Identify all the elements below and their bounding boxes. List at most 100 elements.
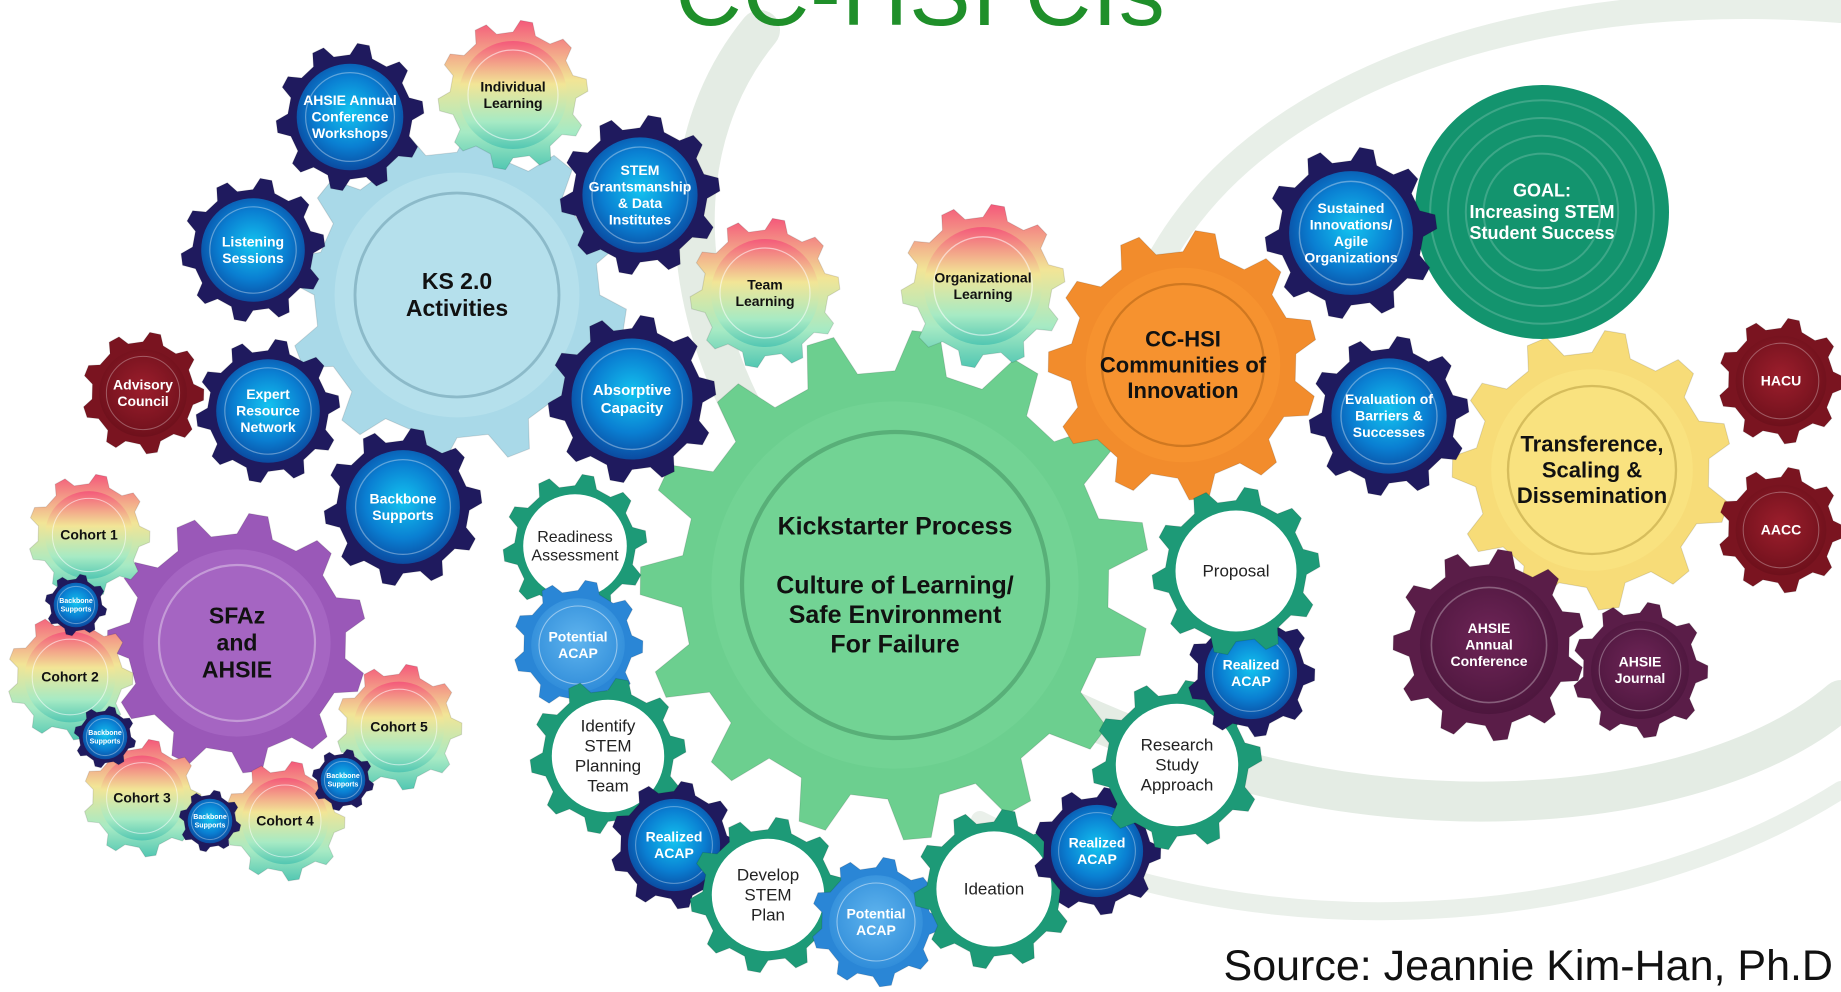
gear-individual-learning-label-line: Learning (483, 95, 542, 111)
gear-backbone-small-2-inner-ring (85, 717, 125, 757)
gear-potential-acap-bottom-label-line: ACAP (856, 922, 896, 938)
gear-kickstarter-inner-ring (739, 429, 1051, 741)
gear-organizational-learning-label-line: Organizational (934, 269, 1031, 285)
gear-backbone-small-3-label-line: Supports (195, 822, 226, 829)
gear-cohort-4-face (241, 777, 329, 865)
gear-backbone-small-4-label-line: Backbone (326, 773, 360, 780)
gear-individual-learning-face (459, 41, 567, 149)
gear-backbone-small-3-label-line: Backbone (193, 814, 227, 821)
gear-kickstarter-label-line: Culture of Learning/ (776, 571, 1014, 599)
gear-goal-ring-3 (1464, 134, 1620, 290)
gear-cohort-2-inner-ring (31, 638, 109, 716)
gear-ahsie-journal-label-line: Journal (1615, 670, 1666, 686)
gear-evaluation-barriers-label-line: Evaluation of (1345, 391, 1433, 407)
gear-backbone-small-2-face (82, 714, 128, 760)
gear-cohort-5-inner-ring (360, 688, 438, 766)
gear-expert-resource-label-line: Expert (246, 386, 290, 402)
gear-backbone-small-3-inner-ring (190, 801, 230, 841)
gear-identify-stem-label-line: Team (587, 777, 629, 796)
gear-cohort-1-label-line: Cohort 1 (60, 527, 118, 543)
gear-readiness-face (523, 494, 627, 598)
gear-identify-stem-label-line: Identify (581, 717, 636, 736)
gear-cohort-4: Cohort 4 (226, 760, 346, 882)
gear-sfaz-inner-ring (157, 563, 317, 723)
gear-backbone-supports-main-inner-ring (354, 458, 452, 556)
gear-proposal-face (1175, 510, 1297, 632)
gear-cohort-1-inner-ring (51, 497, 127, 573)
gear-backbone-small-1-face (53, 582, 99, 628)
gear-ks20-inner-ring (353, 191, 561, 399)
gear-realized-acap-3-label-line: ACAP (1231, 673, 1271, 689)
gear-cchsi-label-line: Communities of (1100, 352, 1267, 377)
gear-cohort-3-label-line: Cohort 3 (113, 790, 171, 806)
gear-ahsie-journal-label-line: AHSIE (1619, 653, 1662, 669)
gear-ks20-label-line: Activities (406, 295, 508, 321)
gear-team-learning-inner-ring (719, 247, 811, 339)
gear-goal-ring-2 (1447, 117, 1637, 307)
gear-cchsi-label-line: Innovation (1127, 378, 1238, 403)
gear-ideation-face (936, 831, 1052, 947)
gear-research-study-label-line: Study (1155, 756, 1199, 775)
gear-ahsie-conference-label-line: Conference (1450, 653, 1527, 669)
gear-cohort-1-face (45, 491, 133, 579)
gear-cohort-3: Cohort 3 (84, 738, 202, 858)
gear-realized-acap-1-face (627, 798, 721, 892)
gear-potential-acap-bottom-inner-ring (836, 882, 916, 962)
gear-expert-resource-inner-ring (224, 367, 312, 455)
gear-transference: Transference,Scaling &Dissemination (1451, 330, 1731, 611)
gear-ahsie-workshops-label-line: AHSIE Annual (303, 92, 397, 108)
gear-cohort-5: Cohort 5 (337, 663, 463, 791)
gear-ahsie-conference-face (1419, 575, 1559, 715)
gear-backbone-small-1-label-line: Supports (61, 606, 92, 613)
gear-absorptive-capacity-inner-ring (580, 347, 684, 451)
gear-organizational-learning-face (924, 227, 1042, 345)
gear-potential-acap-left-face (531, 598, 625, 692)
gear-hacu-label-line: HACU (1761, 373, 1801, 389)
gear-stem-grantsmanship-inner-ring (591, 146, 689, 244)
gear-realized-acap-2-label-line: ACAP (1077, 851, 1117, 867)
gear-sustained-innovations-label-line: Agile (1334, 233, 1368, 249)
gear-backbone-small-1-inner-ring (56, 585, 96, 625)
gear-identify-stem-label-line: Planning (575, 757, 641, 776)
gear-organizational-learning-inner-ring (933, 236, 1033, 336)
page-title: CC-HSI CIs (0, 0, 1841, 47)
gear-readiness-label-line: Readiness (537, 529, 613, 546)
gear-team-learning-label-line: Team (747, 276, 783, 292)
gear-ks20-label-line: KS 2.0 (422, 268, 492, 294)
gear-identify-stem-label-line: STEM (584, 737, 631, 756)
gear-cohort-1: Cohort 1 (29, 473, 151, 597)
gear-realized-acap-3-label-line: Realized (1223, 656, 1280, 672)
gear-listening-sessions-label-line: Listening (222, 233, 284, 249)
gear-advisory-council-label-line: Advisory (113, 376, 173, 392)
gear-backbone-supports-main-label-line: Supports (372, 507, 434, 523)
gear-individual-learning-label-line: Individual (480, 78, 545, 94)
gear-develop-stem-label-line: Plan (751, 906, 785, 925)
gear-expert-resource-label-line: Network (240, 419, 295, 435)
gear-ahsie-conference-inner-ring (1430, 586, 1548, 704)
gear-sustained-innovations-face (1289, 171, 1413, 295)
gear-sfaz-label-line: SFAz (209, 603, 265, 629)
gear-listening-sessions-face (201, 198, 305, 302)
gear-absorptive-capacity-label-line: Capacity (601, 400, 664, 417)
gear-sfaz-label-line: and (217, 630, 258, 656)
gear-ahsie-conference-label-line: AHSIE (1468, 620, 1511, 636)
gear-advisory-council-face (99, 349, 187, 437)
